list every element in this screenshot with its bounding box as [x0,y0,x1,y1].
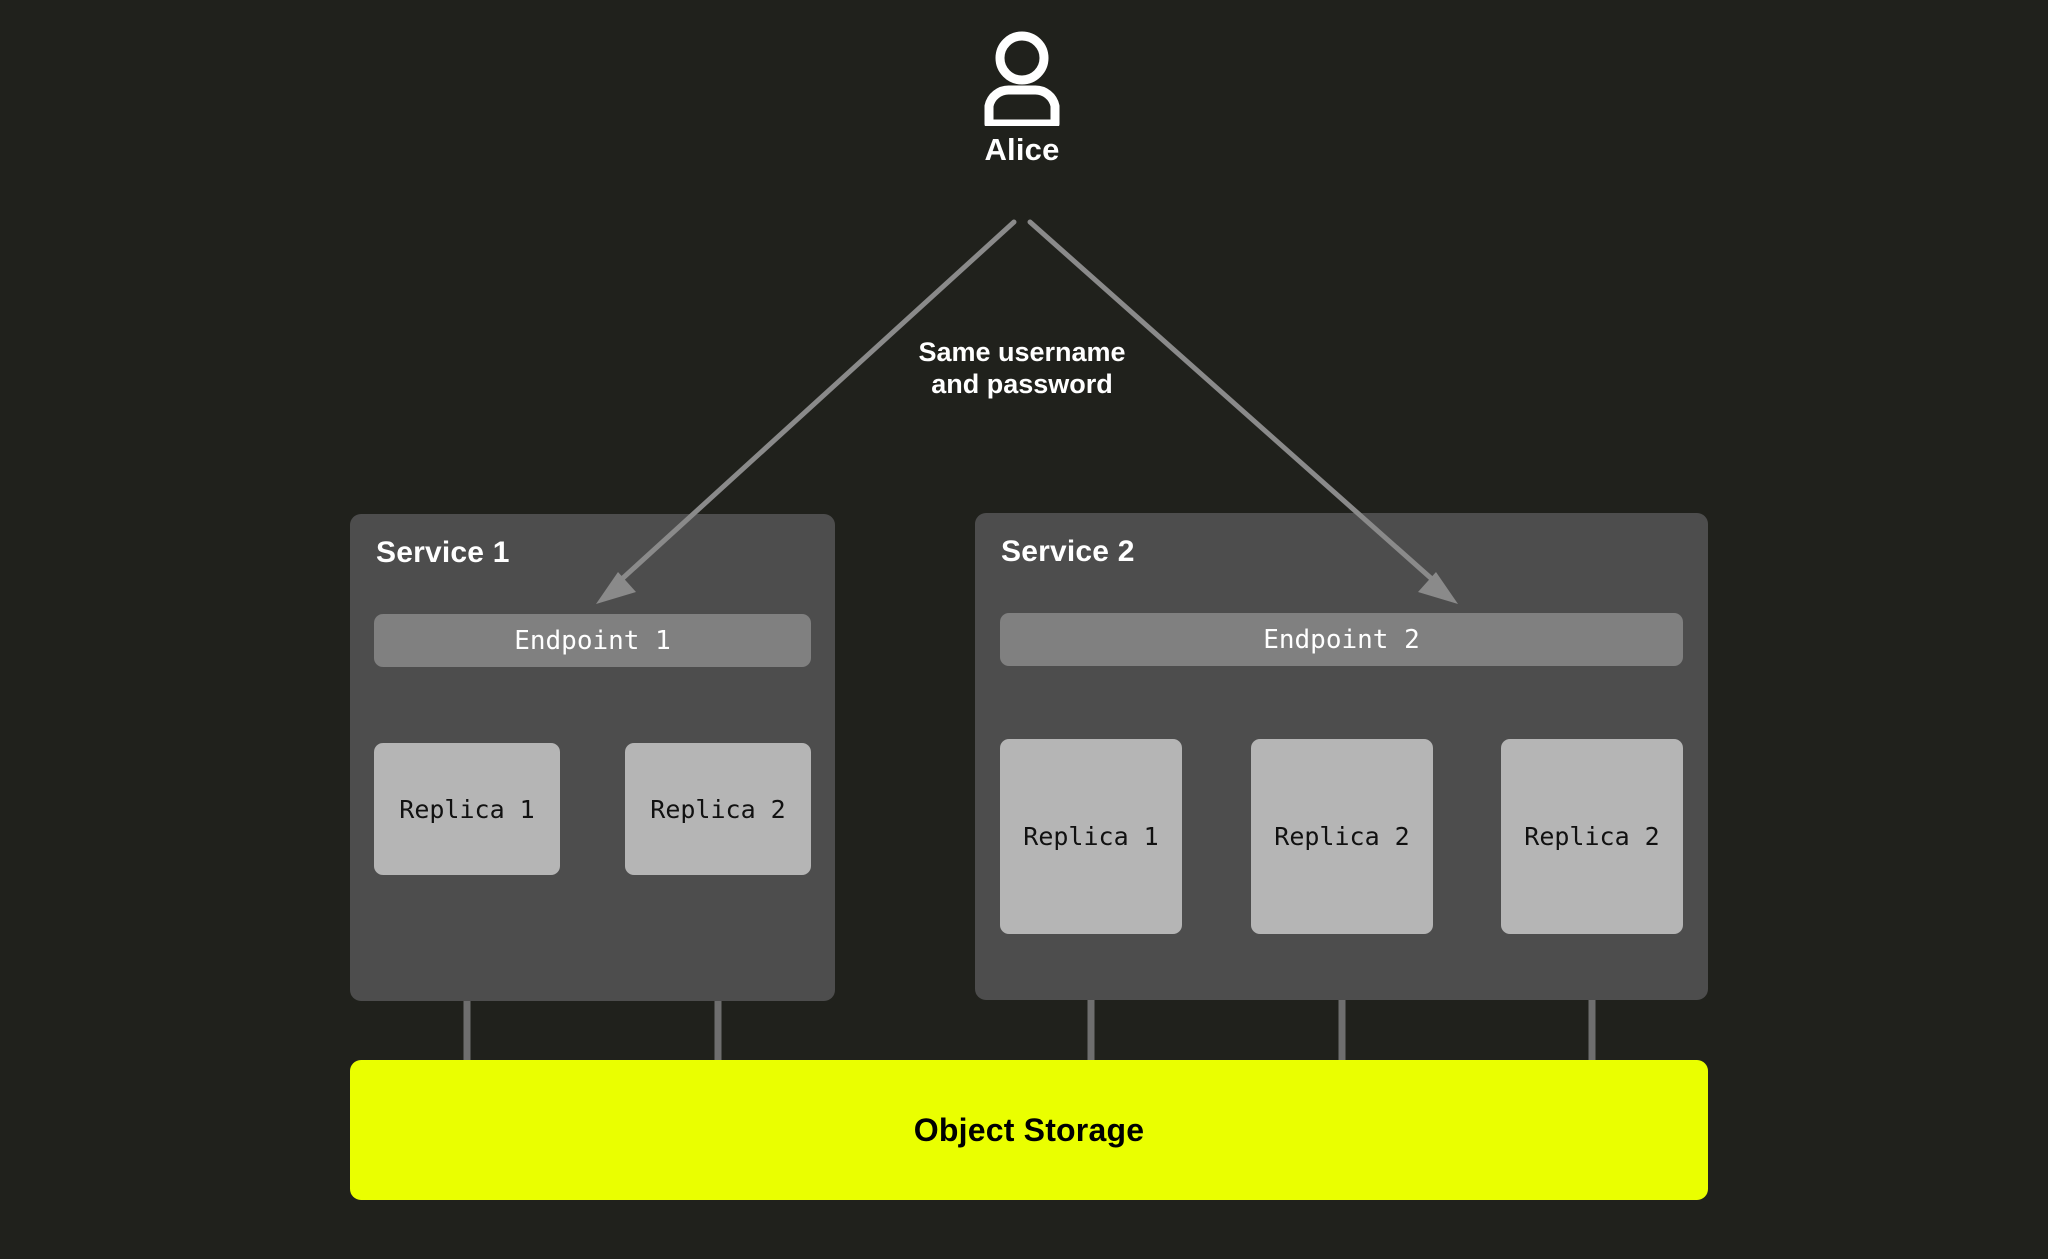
service-1-title: Service 1 [376,536,510,569]
object-storage-label: Object Storage [913,1111,1145,1148]
service-1-replica-2[interactable]: Replica 2 [625,743,811,875]
service-panel-2: Service 2 Endpoint 2 Replica 1 Replica 2… [975,513,1708,1000]
endpoint-2[interactable]: Endpoint 2 [1000,613,1683,666]
actor-label: Alice [984,132,1060,167]
object-storage-bar[interactable]: Object Storage [350,1060,1708,1200]
service-2-replica-3[interactable]: Replica 2 [1501,739,1683,934]
arrow-annotation: Same username and password [852,337,1192,401]
actor-alice: Alice [962,30,1082,168]
service-2-title: Service 2 [1001,535,1135,568]
annotation-line-1: Same username [918,337,1126,367]
service-1-replica-1[interactable]: Replica 1 [374,743,560,875]
service-panel-1: Service 1 Endpoint 1 Replica 1 Replica 2 [350,514,835,1001]
endpoint-1[interactable]: Endpoint 1 [374,614,811,667]
service-2-replica-1[interactable]: Replica 1 [1000,739,1182,934]
service-2-replica-2[interactable]: Replica 2 [1251,739,1433,934]
person-icon [984,31,1060,126]
annotation-line-2: and password [931,368,1113,399]
